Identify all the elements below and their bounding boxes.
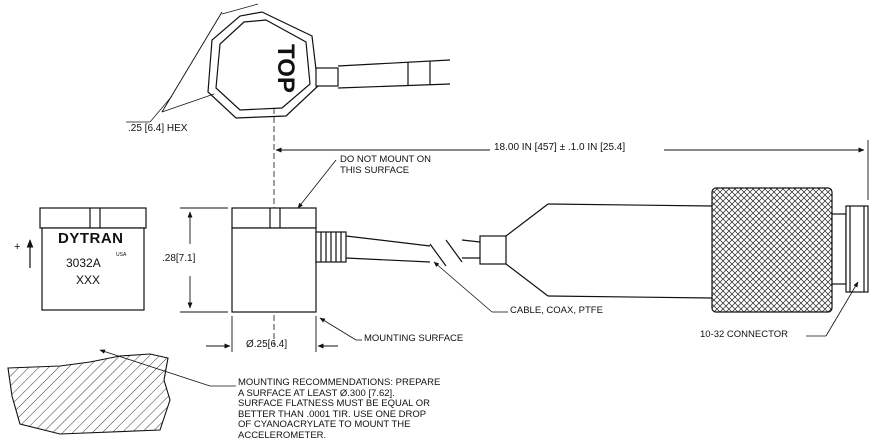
height-dimension-line: [180, 207, 228, 313]
mounting-surface-note: MOUNTING SURFACE: [364, 333, 464, 344]
axis-sign-label: +: [14, 241, 21, 253]
mounting-recommendations-note: MOUNTING RECOMMENDATIONS: PREPARE A SURF…: [238, 377, 441, 441]
top-view-hex-body: [207, 11, 451, 119]
brand-sub-label: USA: [116, 252, 127, 258]
serial-label: XXX: [76, 273, 101, 287]
diameter-dimension-line: [206, 316, 338, 352]
height-dimension-label: .28[7.1]: [162, 253, 196, 264]
top-face-label: TOP: [272, 44, 299, 93]
cable-length-label: 18.00 IN [457] ± .1.0 IN [25.4]: [494, 142, 626, 153]
do-not-mount-note: DO NOT MOUNT ON THIS SURFACE: [340, 154, 431, 176]
cable-length-dimension-line: [275, 140, 869, 200]
model-label: 3032A: [66, 256, 101, 270]
side-view-sensor-body: [231, 207, 347, 313]
diameter-dimension-label: Ø.25[6.4]: [246, 339, 288, 350]
hex-dimension-lines: [126, 3, 259, 123]
connector-note: 10-32 CONNECTOR: [700, 329, 788, 340]
brand-label: DYTRAN: [58, 230, 124, 247]
coax-cable: [345, 203, 713, 299]
front-view-sensor-body: [39, 207, 147, 311]
cable-note: CABLE, COAX, PTFE: [510, 305, 603, 316]
connector-body: [711, 187, 869, 313]
hex-dimension-label: .25 [6.4] HEX: [128, 123, 188, 134]
mounting-surface-hatch: [7, 353, 171, 435]
